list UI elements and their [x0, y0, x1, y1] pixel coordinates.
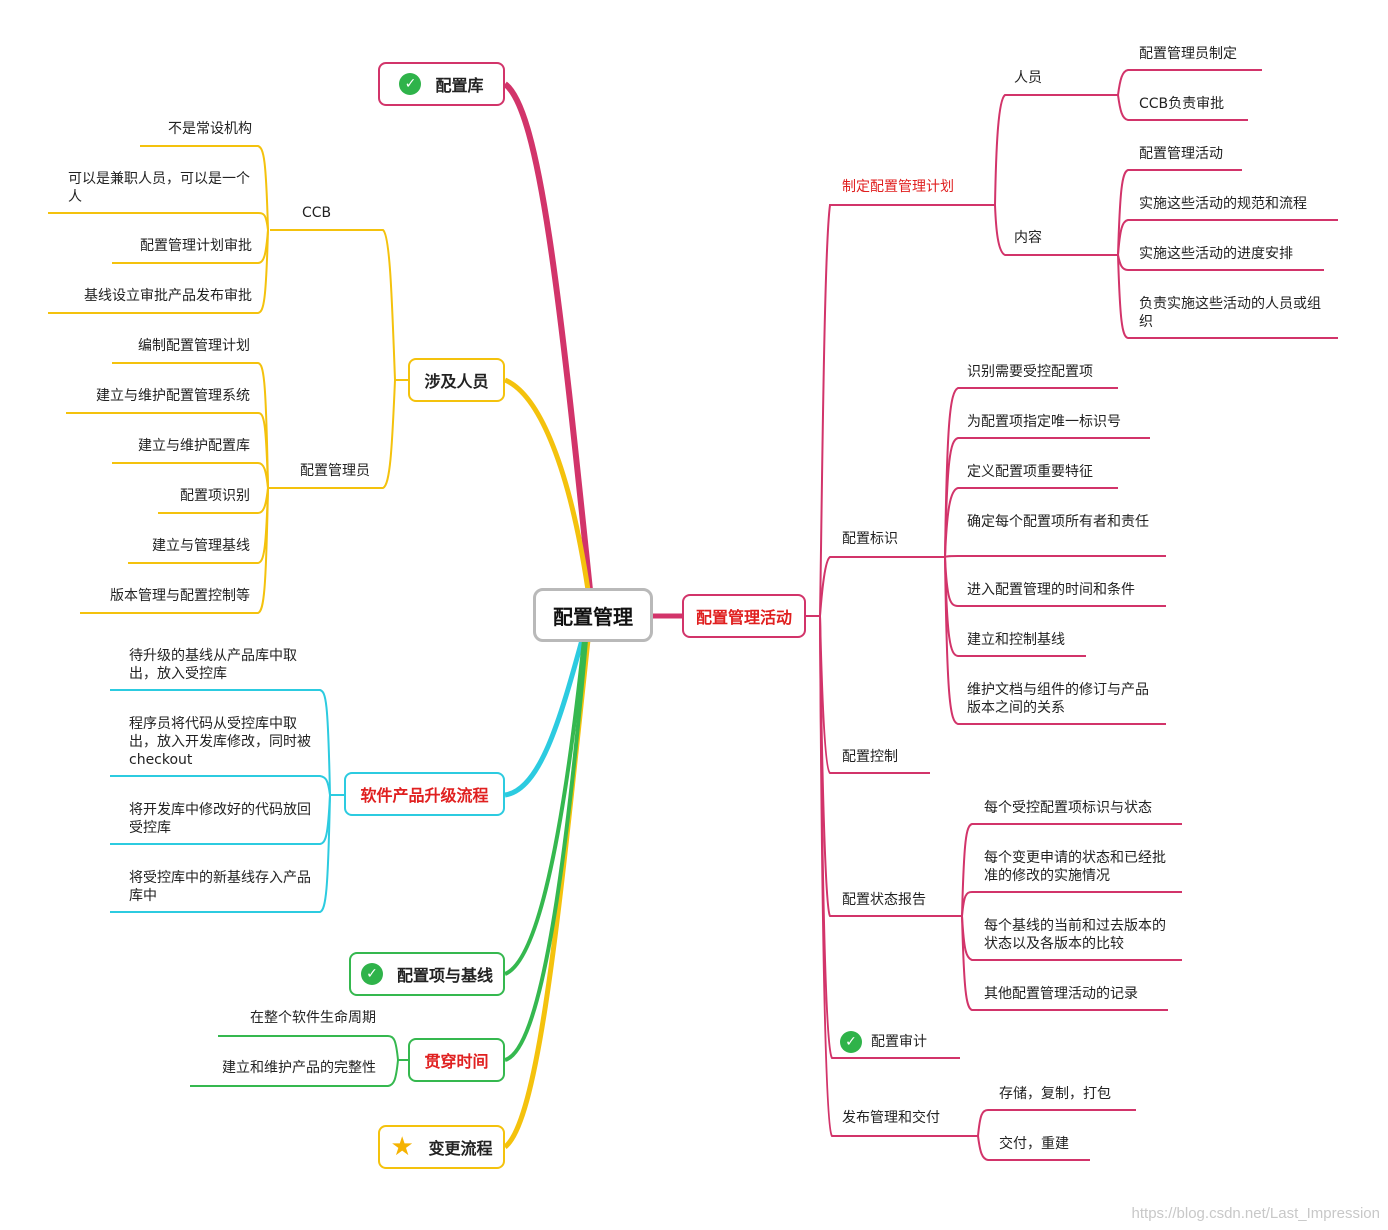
lifetime-node[interactable]: 贯穿时间: [408, 1038, 505, 1082]
identify-item: 为配置项指定唯一标识号: [967, 414, 1121, 430]
baseline-label: 配置项与基线: [396, 966, 493, 985]
ccb-item: 不是常设机构: [168, 121, 252, 137]
audit-node[interactable]: ✓ 配置审计: [840, 1031, 927, 1053]
status-item: 其他配置管理活动的记录: [984, 986, 1138, 1002]
status-item: 每个受控配置项标识与状态: [984, 800, 1152, 816]
ccb-item: 配置管理计划审批: [140, 238, 252, 254]
admin-item: 建立与管理基线: [152, 538, 250, 554]
upgrade-flow-label: 软件产品升级流程: [360, 786, 489, 805]
audit-label: 配置审计: [871, 1034, 927, 1050]
watermark-text: https://blog.csdn.net/Last_Impression: [1131, 1205, 1380, 1222]
people-node[interactable]: 涉及人员: [408, 358, 505, 402]
people-label: 涉及人员: [424, 372, 489, 391]
ccb-item: 基线设立审批产品发布审批: [84, 288, 252, 304]
identify-item: 识别需要受控配置项: [967, 364, 1093, 380]
check-icon: ✓: [360, 963, 383, 985]
status-item: 每个变更申请的状态和已经批准的修改的实施情况: [984, 850, 1166, 884]
plan-people-label: 人员: [1014, 70, 1042, 86]
release-label: 发布管理和交付: [842, 1110, 940, 1126]
identify-item: 定义配置项重要特征: [967, 464, 1093, 480]
config-repo-label: 配置库: [435, 76, 484, 95]
activities-node[interactable]: 配置管理活动: [682, 594, 806, 638]
plan-content-item: 实施这些活动的规范和流程: [1139, 196, 1307, 212]
lifetime-item: 建立和维护产品的完整性: [222, 1060, 376, 1076]
admin-item: 配置项识别: [180, 488, 250, 504]
lifetime-label: 贯穿时间: [424, 1052, 489, 1071]
root-node[interactable]: 配置管理: [533, 588, 653, 642]
upgrade-item: 程序员将代码从受控库中取出，放入开发库修改，同时被checkout: [129, 716, 311, 768]
plan-label: 制定配置管理计划: [842, 179, 954, 195]
plan-content-item: 配置管理活动: [1139, 146, 1223, 162]
admin-item: 版本管理与配置控制等: [110, 588, 250, 604]
upgrade-item: 将开发库中修改好的代码放回受控库: [129, 802, 311, 836]
plan-people-item: CCB负责审批: [1139, 96, 1225, 112]
identify-item: 确定每个配置项所有者和责任: [967, 514, 1149, 530]
plan-people-item: 配置管理员制定: [1139, 46, 1237, 62]
cyan-branch-lines: [110, 639, 585, 913]
change-flow-node[interactable]: ★ 变更流程: [378, 1125, 505, 1169]
upgrade-flow-node[interactable]: 软件产品升级流程: [344, 772, 505, 816]
admin-label: 配置管理员: [300, 463, 370, 479]
upgrade-item: 将受控库中的新基线存入产品库中: [129, 870, 311, 904]
admin-item: 建立与维护配置管理系统: [96, 388, 250, 404]
baseline-node[interactable]: ✓ 配置项与基线: [349, 952, 505, 996]
status-label: 配置状态报告: [842, 892, 926, 908]
plan-content-label: 内容: [1014, 230, 1042, 246]
lifetime-item: 在整个软件生命周期: [250, 1010, 376, 1026]
status-item: 每个基线的当前和过去版本的状态以及各版本的比较: [984, 918, 1166, 952]
pink-branch-lines: [503, 69, 1338, 1161]
release-item: 交付，重建: [999, 1136, 1069, 1152]
config-repo-node[interactable]: ✓ 配置库: [378, 62, 505, 106]
upgrade-item: 待升级的基线从产品库中取出，放入受控库: [129, 648, 297, 682]
plan-content-item: 实施这些活动的进度安排: [1139, 246, 1293, 262]
admin-item: 建立与维护配置库: [138, 438, 250, 454]
activities-label: 配置管理活动: [695, 608, 792, 627]
control-label: 配置控制: [842, 749, 898, 765]
admin-item: 编制配置管理计划: [138, 338, 250, 354]
check-icon: ✓: [840, 1031, 862, 1053]
change-flow-label: 变更流程: [428, 1139, 493, 1158]
ccb-label: CCB: [302, 205, 332, 221]
green-branch-lines: [190, 639, 588, 1087]
identify-label: 配置标识: [842, 531, 898, 547]
star-icon: ★: [390, 1132, 414, 1162]
identify-item: 维护文档与组件的修订与产品版本之间的关系: [967, 682, 1149, 716]
plan-content-item: 负责实施这些活动的人员或组织: [1139, 296, 1321, 330]
check-icon: ✓: [399, 73, 422, 95]
identify-item: 建立和控制基线: [967, 632, 1065, 648]
identify-item: 进入配置管理的时间和条件: [967, 582, 1135, 598]
release-item: 存储，复制，打包: [999, 1086, 1111, 1102]
ccb-item: 可以是兼职人员，可以是一个人: [68, 171, 250, 205]
